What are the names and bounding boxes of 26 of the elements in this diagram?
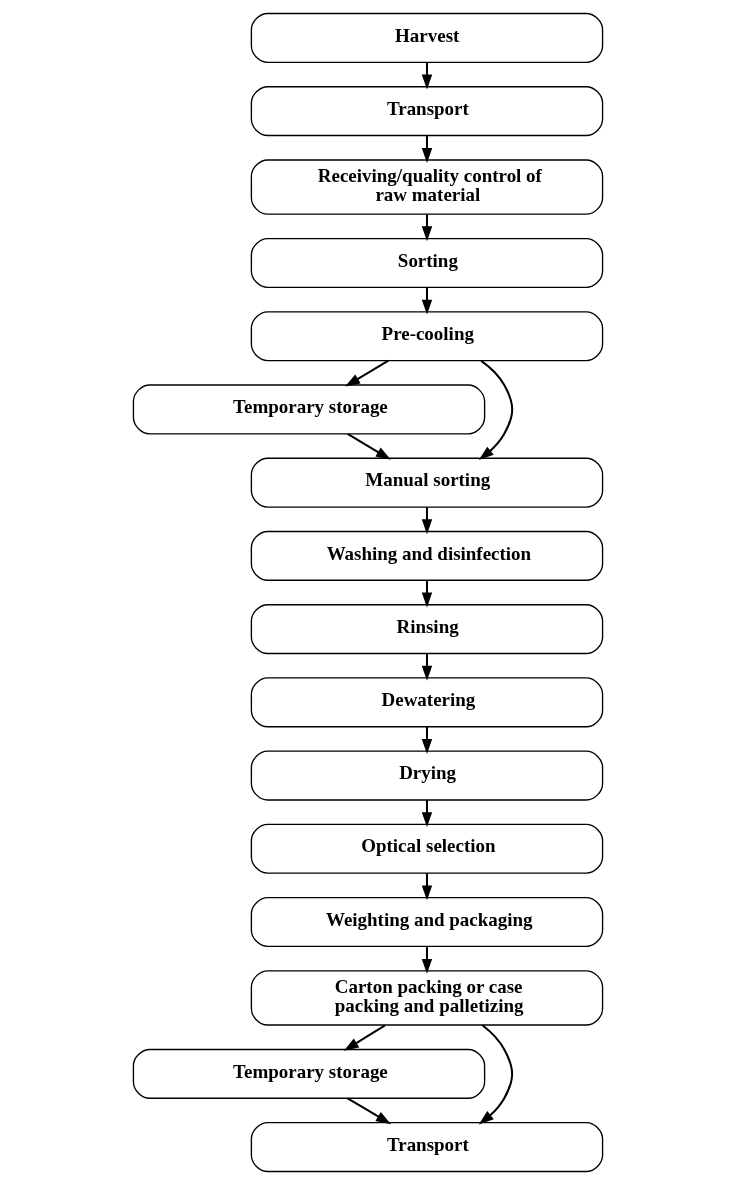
arrow (421, 287, 432, 315)
arrow (478, 1024, 513, 1125)
node-box: Dewatering (250, 677, 603, 728)
node-box: Manual sorting (250, 457, 603, 508)
node-box: Pre-cooling (250, 311, 603, 362)
arrow (346, 1097, 391, 1125)
node-box: Sorting (250, 237, 603, 289)
arrow (421, 214, 432, 242)
node-box: Transport (250, 1122, 603, 1173)
arrow (344, 359, 389, 387)
node-box: Harvest (250, 12, 603, 63)
arrow (478, 360, 513, 460)
node-box: Optical selection (250, 823, 603, 874)
node-box: Transport (250, 86, 603, 137)
node-box: Temporary storage (132, 384, 485, 435)
node-box: Washing and disinfection (250, 530, 603, 581)
arrow (346, 433, 391, 460)
arrow (421, 62, 432, 90)
node-box: Weighting and packaging (250, 896, 603, 948)
node-box: Drying (250, 750, 603, 801)
arrow (421, 580, 432, 608)
node-box: Carton packing or case packing and palletizing (250, 970, 603, 1026)
node-box: Receiving/quality control of raw material (250, 159, 603, 215)
node-box: Rinsing (250, 604, 603, 655)
arrow (343, 1024, 386, 1051)
node-box: Temporary storage (132, 1048, 485, 1099)
